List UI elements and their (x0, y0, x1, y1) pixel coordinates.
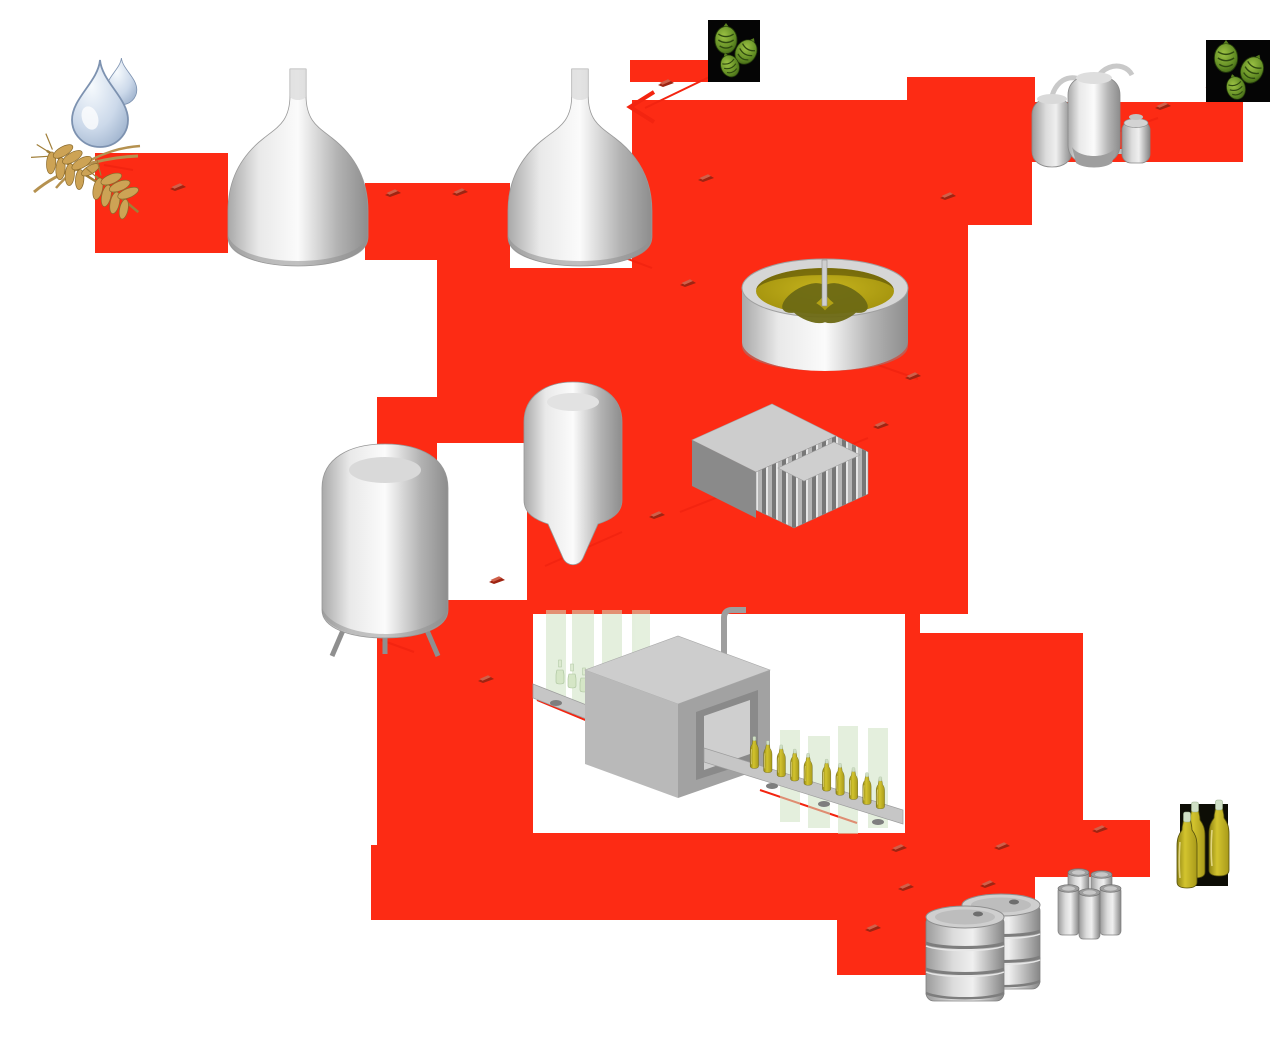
whirlpool (741, 258, 909, 371)
flow-shape (371, 633, 1150, 975)
bottling-line (532, 607, 904, 834)
bright-tank (321, 443, 449, 657)
hops-icon-2 (1206, 39, 1271, 103)
kegs (924, 892, 1042, 1003)
hops-icon (708, 20, 764, 82)
brew-kettle (507, 68, 653, 267)
flow-arrow-icon (489, 576, 505, 584)
flow-arrowhead-chevron (626, 90, 656, 124)
bottle-pack (1176, 799, 1230, 889)
water-drops-icon (71, 57, 138, 148)
brewhouse-tanks (1031, 63, 1151, 168)
malt-grain-icon (30, 133, 141, 220)
plate-heat-exchanger (691, 403, 869, 529)
flow-shape (95, 153, 228, 253)
fermentation-tank (523, 381, 623, 566)
can-pack (1057, 868, 1122, 940)
mash-tun (227, 68, 369, 267)
flow-shape (365, 183, 510, 260)
flow-connector-line (103, 164, 134, 171)
